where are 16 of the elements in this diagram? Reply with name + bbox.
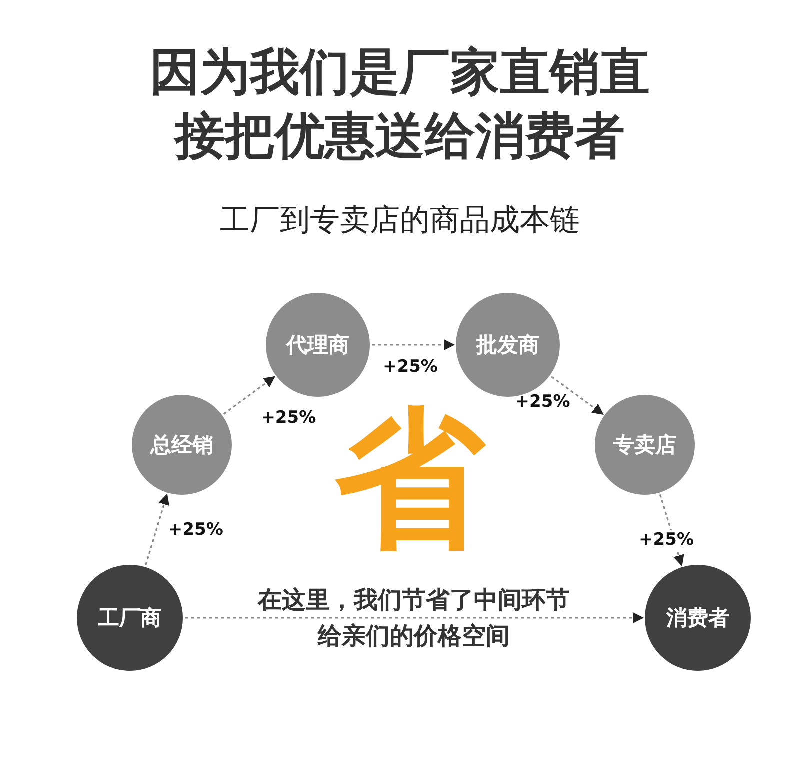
edge-label: +25%: [639, 530, 694, 550]
node-label: 专卖店: [614, 432, 676, 459]
node-label: 代理商: [286, 332, 350, 359]
arrow: [551, 376, 604, 415]
node-label: 工厂商: [98, 605, 162, 632]
arrow: [145, 494, 170, 566]
node-label: 总经销: [150, 432, 214, 459]
arrow: [185, 612, 644, 624]
arrow: [372, 339, 456, 351]
node-label: 消费者: [666, 605, 730, 632]
node-label: 批发商: [476, 332, 540, 359]
arrow: [223, 376, 276, 415]
highlight-character: 省: [334, 395, 488, 565]
title: 因为我们是厂家直销直接把优惠送给消费者: [149, 42, 651, 167]
subtitle: 工厂到专卖店的商品成本链: [219, 202, 581, 240]
edge-label: 在这里，我们节省了中间环节给亲们的价格空间: [258, 585, 570, 652]
